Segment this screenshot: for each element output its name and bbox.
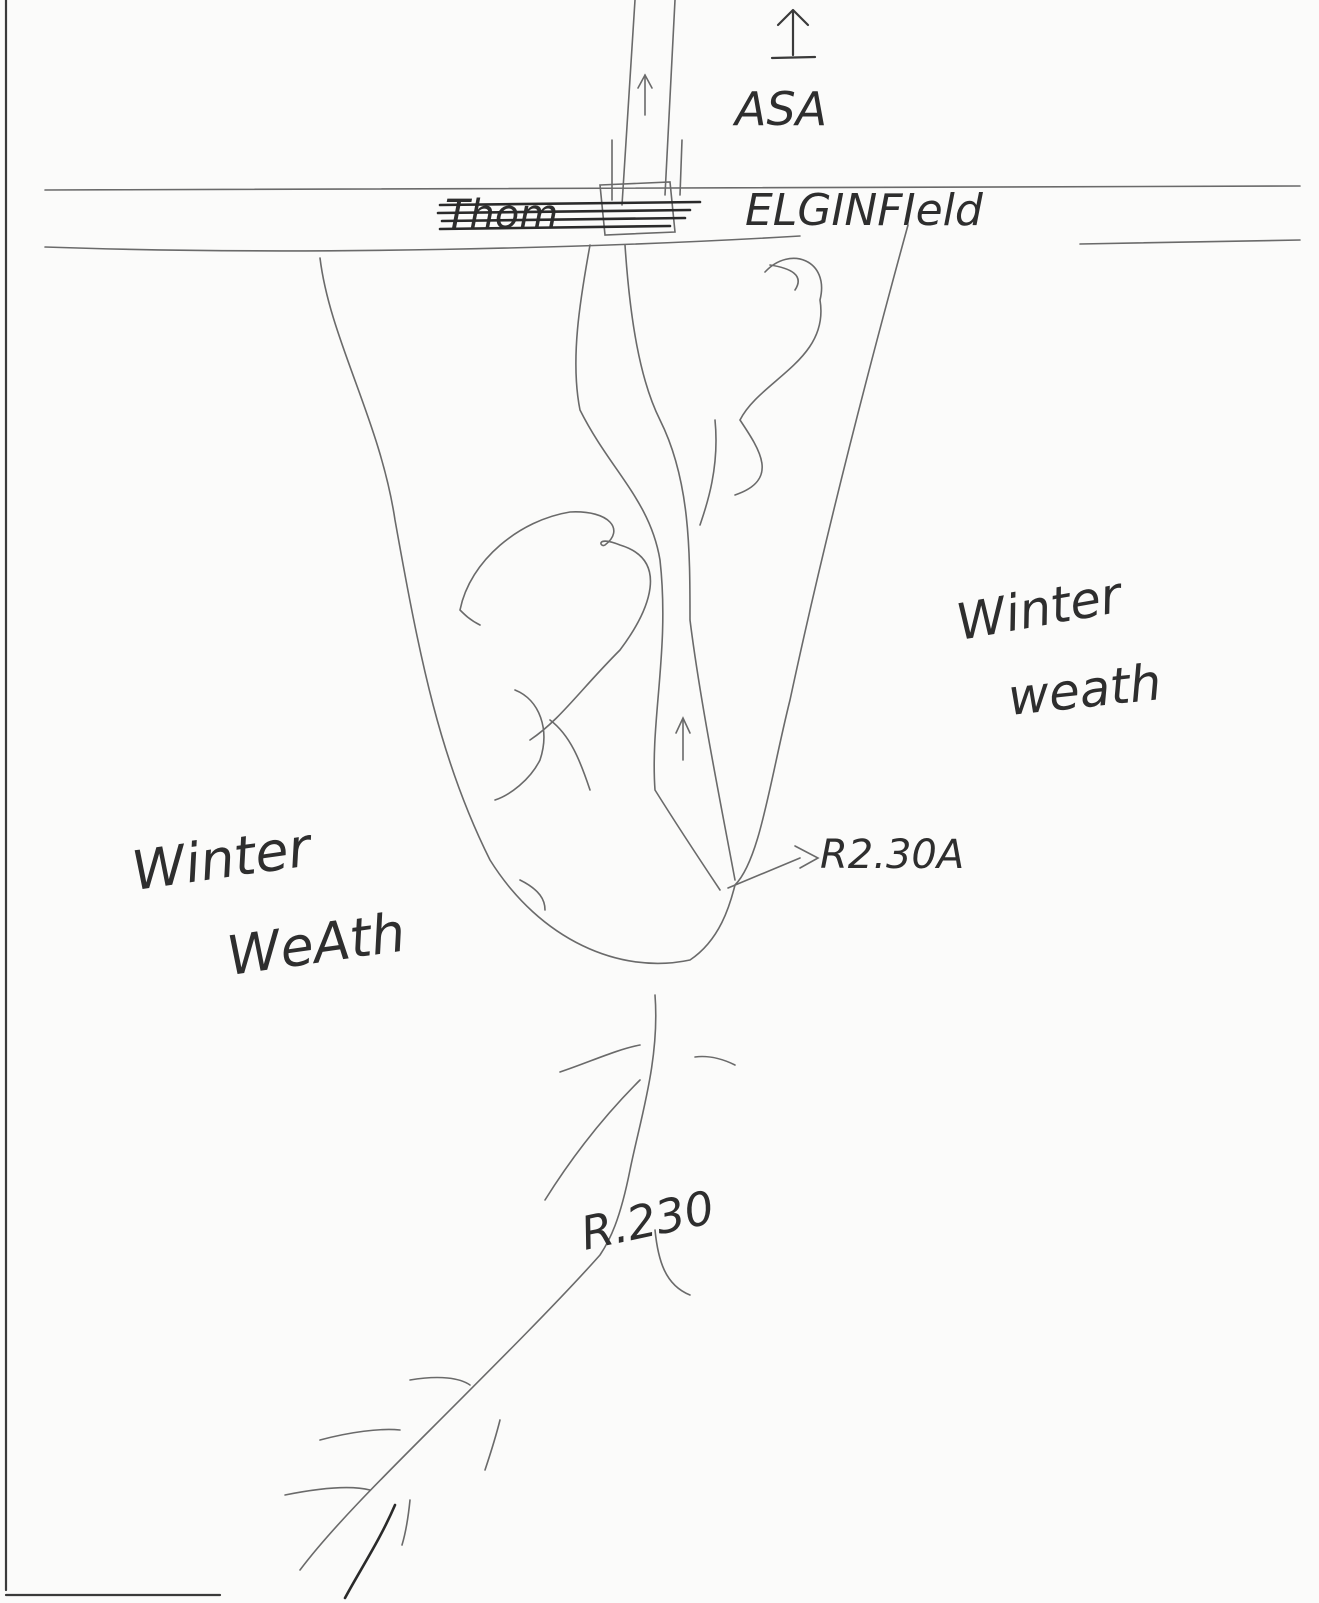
highway-right-edge-north	[665, 0, 682, 195]
winter-left-label-line1: Winter	[128, 815, 317, 903]
road-name-label: ELGINFIeld	[745, 185, 984, 236]
winter-right-label-line1: Winter	[952, 565, 1129, 652]
point-a-pointer	[728, 858, 800, 888]
crossed-out-label: Thom	[445, 192, 558, 238]
road-top-edge	[45, 186, 1300, 191]
point-a-label: R2.30A	[820, 832, 964, 878]
field-inner-bottom	[520, 880, 545, 910]
route-line-b	[625, 245, 735, 880]
road-bottom-edge	[45, 236, 1300, 251]
highway-flow-arrow-icon	[638, 75, 652, 115]
lower-trail-main	[300, 995, 656, 1570]
field-scribble-lower-left	[495, 690, 590, 800]
winter-right-label-line2: weath	[1005, 653, 1164, 727]
point-b-label: R.230	[576, 1180, 719, 1261]
lower-trail-tick-2	[695, 1057, 735, 1065]
route-flow-arrow-icon	[676, 718, 690, 760]
lower-trail-tick-4	[410, 1378, 470, 1385]
highway-left-edge-north	[612, 0, 635, 205]
field-scribble-upper-right	[700, 258, 822, 525]
north-destination-label: ASA	[732, 82, 827, 136]
bottom-pen-stroke	[345, 1505, 395, 1598]
winter-left-label-line2: WeAth	[223, 901, 409, 988]
point-a-arrow-icon	[795, 846, 818, 868]
lower-trail-tick-7	[485, 1420, 500, 1470]
field-scribble-middle-left	[460, 512, 650, 740]
lower-trail-tick-8	[402, 1500, 410, 1545]
lower-trail-branch	[545, 1080, 640, 1200]
lower-trail-tick-5	[320, 1429, 400, 1440]
north-arrow-icon	[772, 10, 815, 58]
lower-trail-tick-1	[560, 1045, 640, 1072]
lower-trail-tick-6	[285, 1488, 370, 1495]
